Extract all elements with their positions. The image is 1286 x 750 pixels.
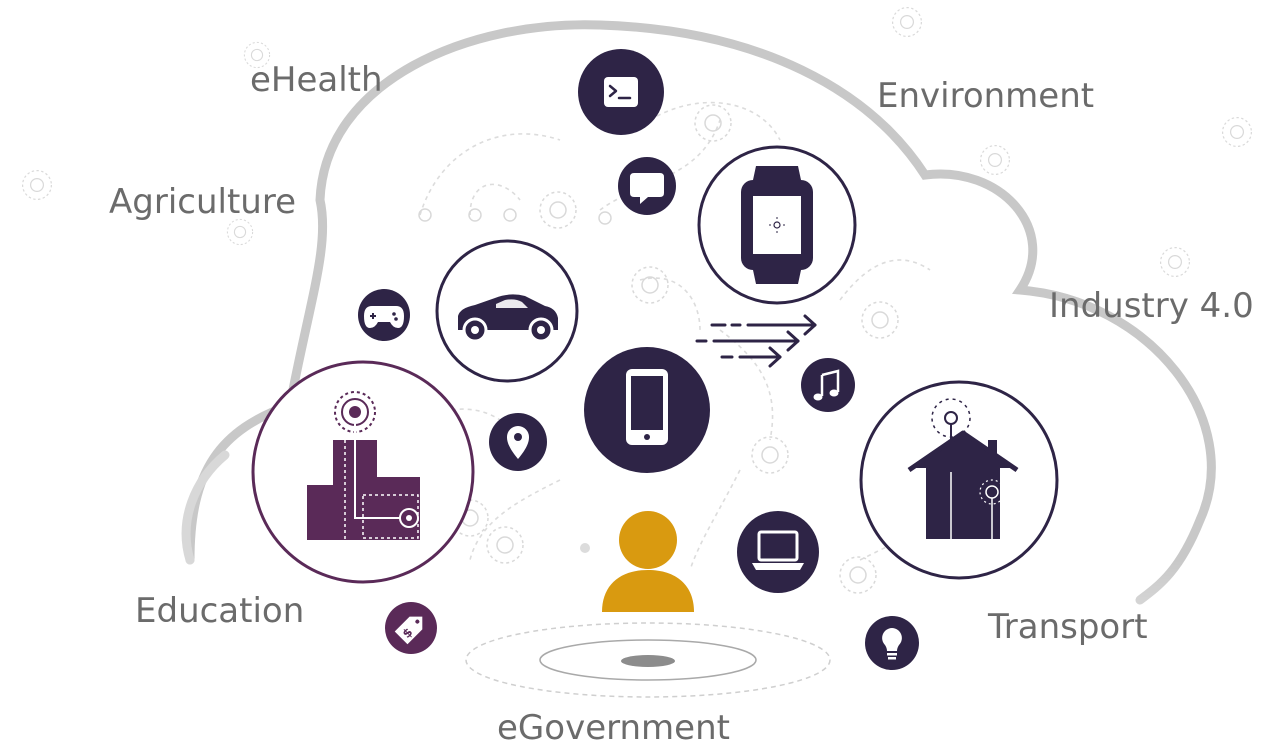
label-industry: Industry 4.0 <box>1049 286 1254 326</box>
car-icon <box>435 239 579 383</box>
location-pin-icon <box>489 413 547 471</box>
chat-bubble-icon <box>618 157 676 215</box>
smart-home-icon <box>859 380 1059 580</box>
decorative-sun-circles <box>22 6 1253 594</box>
label-ehealth: eHealth <box>250 60 383 100</box>
laptop-icon <box>737 511 819 593</box>
terminal-icon <box>578 49 664 135</box>
smart-city-icon <box>251 360 475 584</box>
ground-ellipses <box>465 622 831 698</box>
gamepad-icon <box>358 289 410 341</box>
label-agriculture: Agriculture <box>109 182 296 222</box>
smartphone-icon <box>584 347 710 473</box>
label-transport: Transport <box>988 607 1148 647</box>
label-environment: Environment <box>877 76 1095 116</box>
music-note-icon <box>801 358 855 412</box>
label-egovernment: eGovernment <box>497 708 730 748</box>
lightbulb-icon <box>865 616 919 670</box>
user-icon <box>602 511 694 612</box>
data-flow-arrows-icon <box>695 314 817 368</box>
price-tag-icon: $ <box>385 602 437 654</box>
label-education: Education <box>135 591 305 631</box>
smartwatch-icon <box>697 145 857 305</box>
